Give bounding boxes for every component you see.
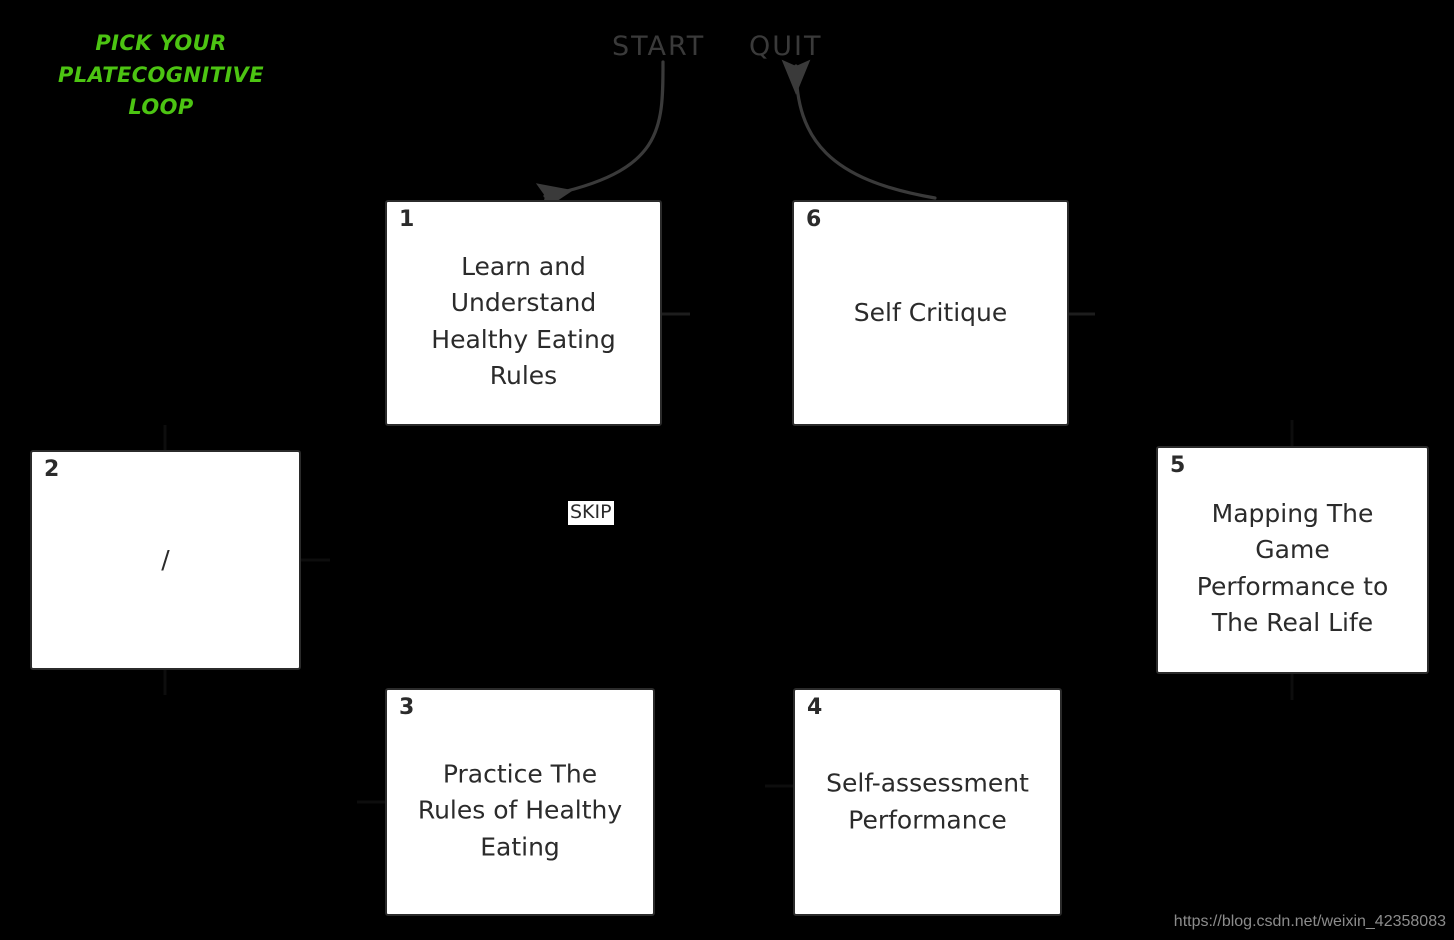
node-6-number: 6 [806, 207, 822, 232]
node-2-label: / [161, 544, 170, 574]
page-title: PICK YOUR PLATECOGNITIVE LOOP [58, 31, 264, 119]
node-1[interactable]: 1 Learn and Understand Healthy Eating Ru… [385, 200, 662, 426]
node-5[interactable]: 5 Mapping The Game Performance to The Re… [1156, 446, 1429, 674]
node-3-label: Practice The Rules of Healthy Eating [417, 759, 623, 862]
node-3[interactable]: 3 Practice The Rules of Healthy Eating [385, 688, 655, 916]
node-1-label: Learn and Understand Healthy Eating Rule… [431, 251, 616, 391]
node-2[interactable]: 2 / [30, 450, 301, 670]
edge-node6-to-quit [781, 59, 937, 200]
node-4-number: 4 [807, 695, 823, 720]
edge-start-to-node1 [535, 60, 665, 212]
node-5-label: Mapping The Game Performance to The Real… [1196, 498, 1389, 638]
watermark: https://blog.csdn.net/weixin_42358083 [1173, 913, 1446, 930]
quit-terminal-label: QUIT [749, 31, 823, 62]
node-6[interactable]: 6 Self Critique [792, 200, 1069, 426]
node-2-number: 2 [44, 457, 60, 482]
start-terminal-label: START [612, 31, 706, 62]
node-4[interactable]: 4 Self-assessment Performance [793, 688, 1062, 916]
node-6-label: Self Critique [853, 297, 1008, 327]
node-3-number: 3 [399, 695, 415, 720]
node-5-number: 5 [1170, 453, 1186, 478]
edge-label-skip: SKIP [568, 501, 614, 525]
node-1-number: 1 [399, 207, 415, 232]
node-4-label: Self-assessment Performance [826, 768, 1029, 835]
